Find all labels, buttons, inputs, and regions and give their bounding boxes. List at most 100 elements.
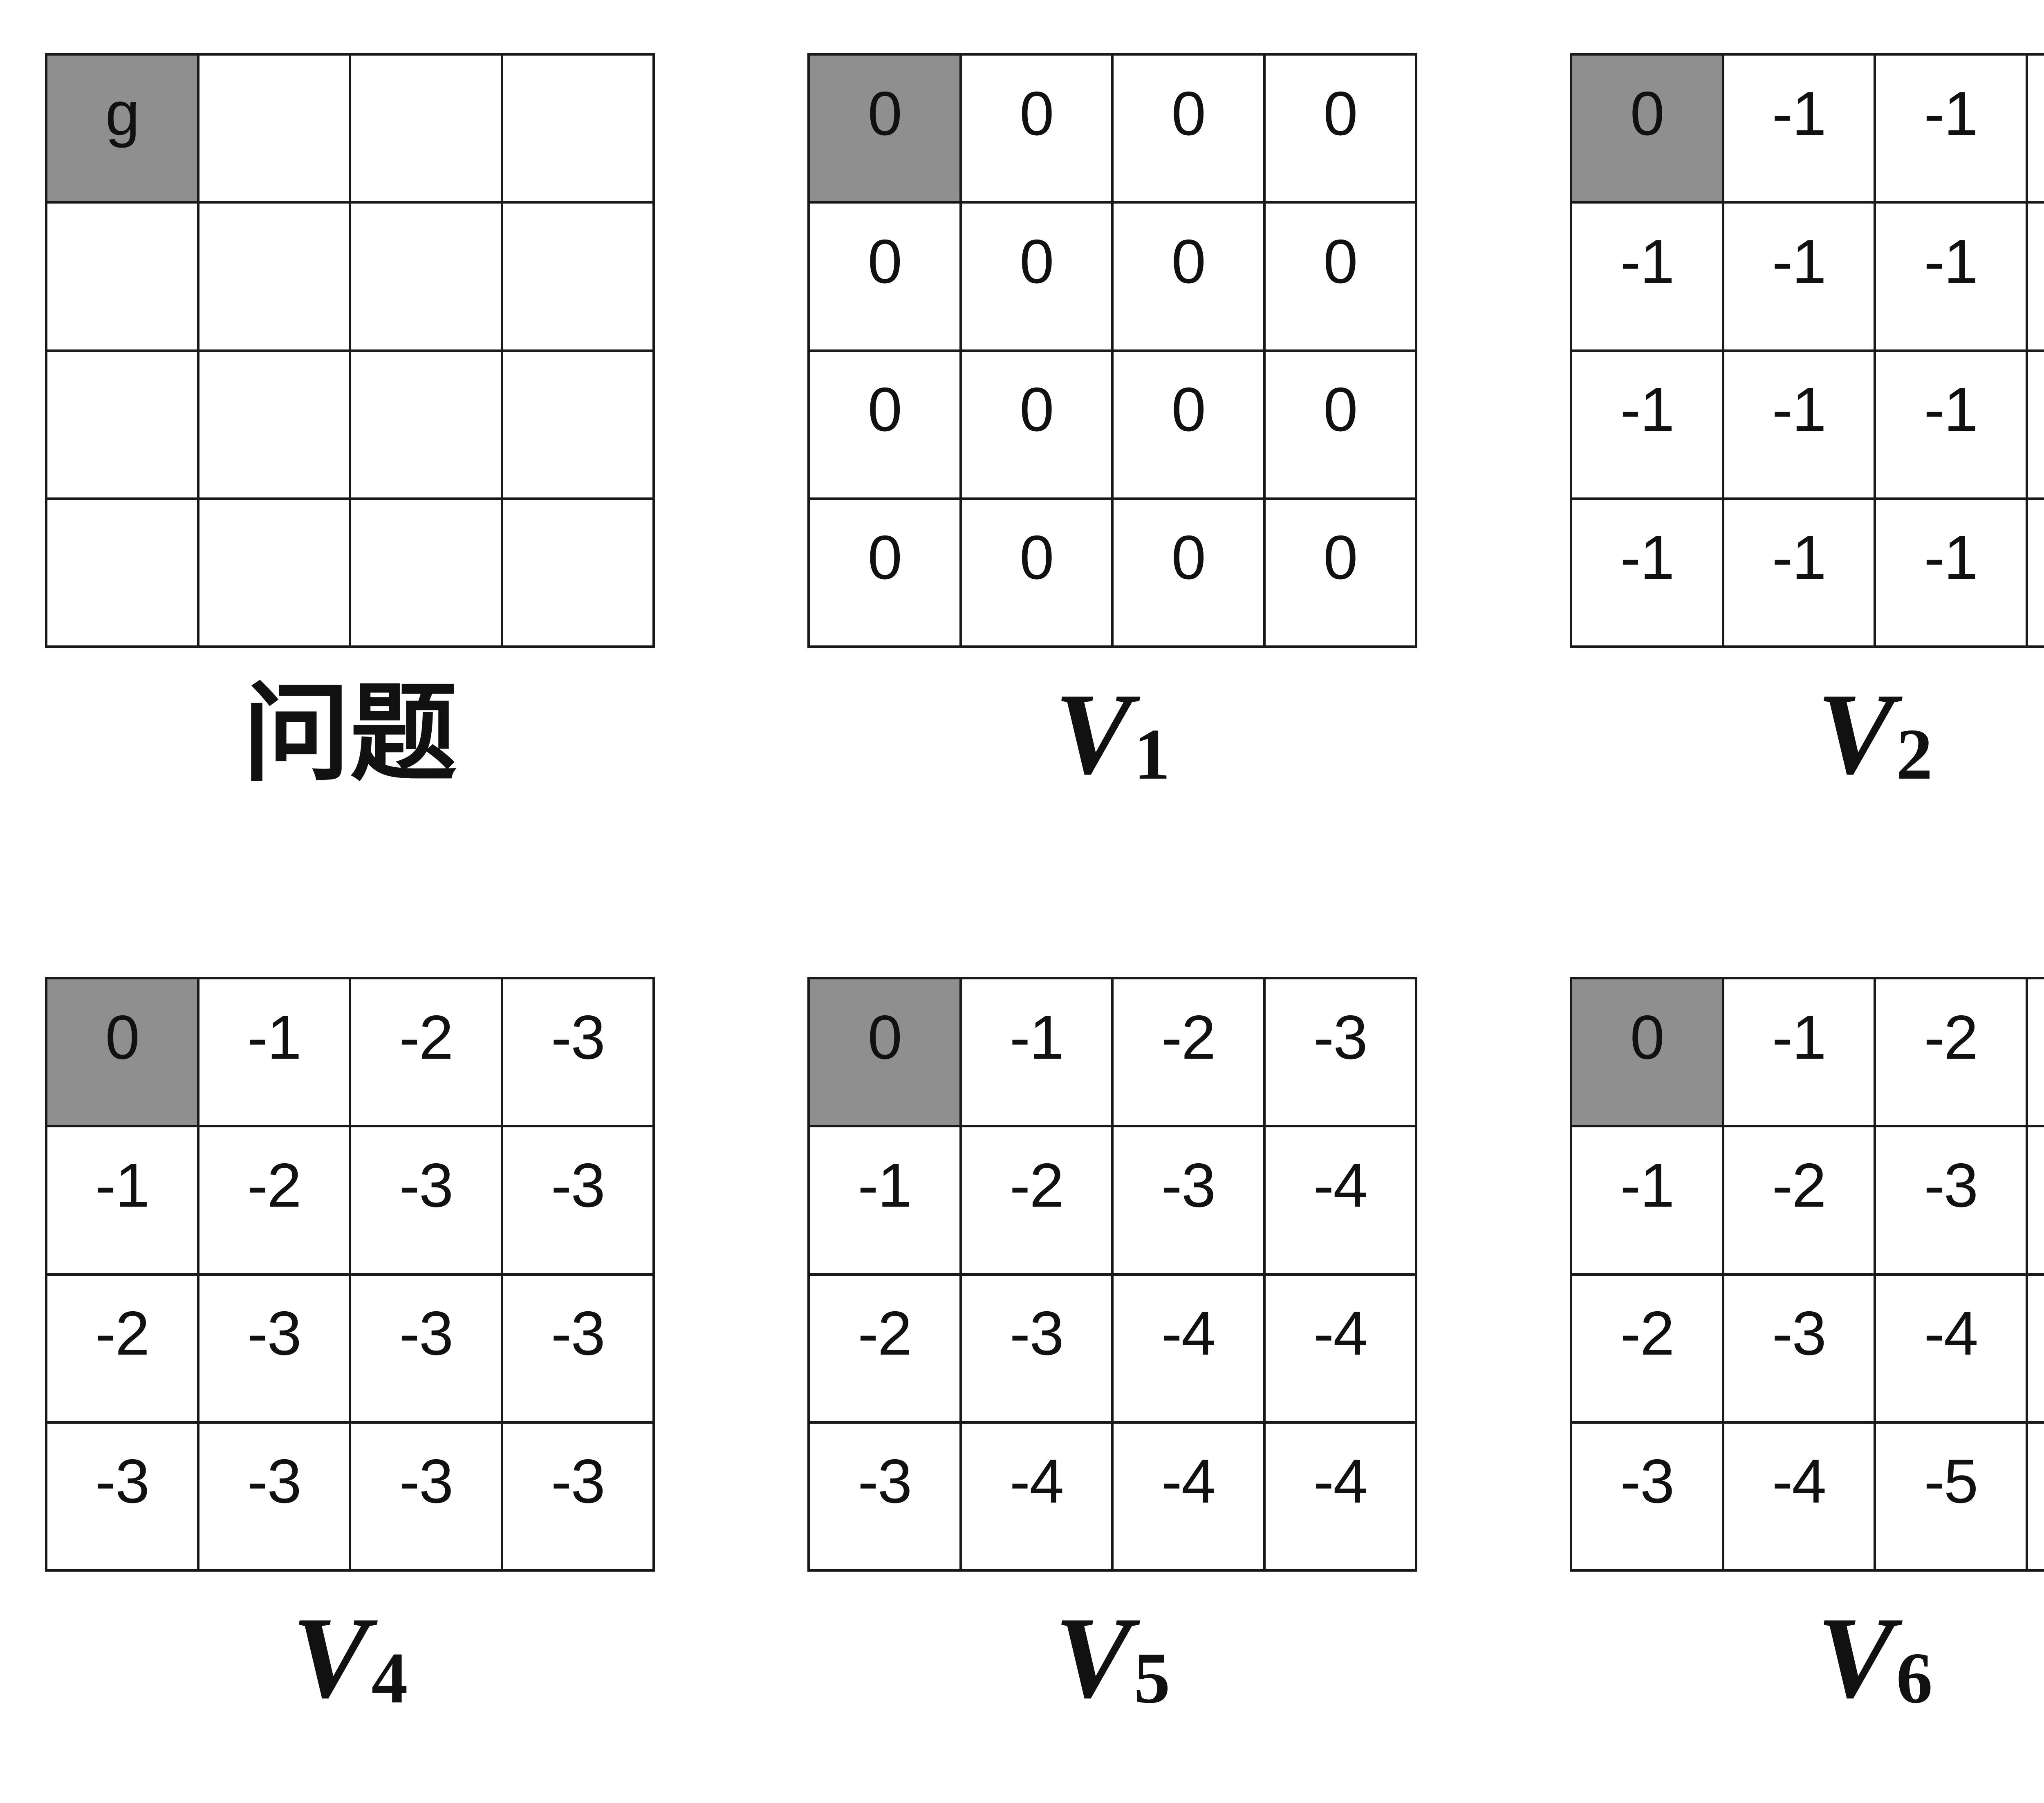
grid-cell-problem-r0c3 [502,54,654,202]
problem-label: 问题 [243,680,457,787]
grid-cell-problem-r3c2 [350,499,502,647]
grid-panel-v2: 0-1-1-1-1-1-1-1-1-1-1-1-1-1-1-1V2 [1570,53,2044,820]
grid-v2: 0-1-1-1-1-1-1-1-1-1-1-1-1-1-1-1 [1570,53,2044,648]
grid-cell-v2-r1c0: -1 [1571,202,1723,350]
grid-cell-v1-r3c3: 0 [1264,499,1416,647]
grid-cell-v6-r0c1: -1 [1723,978,1875,1126]
grid-cell-v6-r3c1: -4 [1723,1422,1875,1570]
value-function-symbol: V [1054,676,1132,792]
grid-cell-v4-r3c1: -3 [198,1422,350,1570]
grid-cell-v1-r1c3: 0 [1264,202,1416,350]
grid-cell-problem-r1c3 [502,202,654,350]
grid-cell-v2-r2c1: -1 [1723,351,1875,499]
grid-cell-v5-r2c0: -2 [809,1274,961,1422]
grid-cell-v1-r1c2: 0 [1112,202,1264,350]
grid-cell-problem-r1c0 [46,202,198,350]
grid-v6: 0-1-2-3-1-2-3-4-2-3-4-5-3-4-5-5 [1570,977,2044,1572]
grid-v4: 0-1-2-3-1-2-3-3-2-3-3-3-3-3-3-3 [45,977,655,1572]
grid-cell-v1-r0c1: 0 [961,54,1113,202]
grid-cell-v5-r0c2: -2 [1112,978,1264,1126]
grid-cell-v2-r0c1: -1 [1723,54,1875,202]
goal-cell-v5: 0 [809,978,961,1126]
grid-cell-v2-r3c1: -1 [1723,499,1875,647]
value-function-subscript: 2 [1896,718,1933,791]
grid-cell-v1-r0c3: 0 [1264,54,1416,202]
grid-cell-problem-r3c1 [198,499,350,647]
value-function-symbol: V [292,1599,370,1716]
grid-cell-v2-r2c3: -1 [2027,351,2044,499]
grid-cell-v5-r3c3: -4 [1264,1422,1416,1570]
grid-cell-v6-r1c3: -4 [2027,1126,2044,1274]
grid-cell-v4-r1c0: -1 [46,1126,198,1274]
grid-cell-v4-r2c2: -3 [350,1274,502,1422]
grid-cell-problem-r2c2 [350,351,502,499]
grid-cell-v4-r3c3: -3 [502,1422,654,1570]
grid-cell-v2-r0c3: -1 [2027,54,2044,202]
grid-cell-v5-r0c3: -3 [1264,978,1416,1126]
grid-cell-v5-r2c1: -3 [961,1274,1113,1422]
grid-cell-v4-r1c1: -2 [198,1126,350,1274]
grid-problem: g [45,53,655,648]
panel-label-problem: 问题 [243,648,457,820]
grid-cell-v6-r3c2: -5 [1875,1422,2027,1570]
value-function-symbol: V [1054,1599,1132,1716]
grid-cell-v5-r0c1: -1 [961,978,1113,1126]
grid-cell-v2-r1c3: -1 [2027,202,2044,350]
grid-cell-v5-r1c0: -1 [809,1126,961,1274]
goal-cell-v1: 0 [809,54,961,202]
grid-cell-v5-r1c3: -4 [1264,1126,1416,1274]
grid-cell-v4-r1c2: -3 [350,1126,502,1274]
grid-cell-v4-r1c3: -3 [502,1126,654,1274]
goal-cell-v4: 0 [46,978,198,1126]
value-function-subscript: 4 [372,1642,408,1714]
grid-cell-v4-r0c3: -3 [502,978,654,1126]
grid-cell-v1-r1c0: 0 [809,202,961,350]
grid-cell-v1-r2c0: 0 [809,351,961,499]
grid-cell-v6-r1c1: -2 [1723,1126,1875,1274]
grid-cell-v6-r3c3: -5 [2027,1422,2044,1570]
grid-panel-problem: g 问题 [45,53,655,820]
grid-cell-v4-r2c0: -2 [46,1274,198,1422]
grid-cell-v5-r2c2: -4 [1112,1274,1264,1422]
grid-cell-v1-r3c1: 0 [961,499,1113,647]
grid-cell-v2-r3c3: -1 [2027,499,2044,647]
grid-panel-v6: 0-1-2-3-1-2-3-4-2-3-4-5-3-4-5-5V6 [1570,977,2044,1743]
grid-cell-problem-r0c1 [198,54,350,202]
grid-cell-v4-r0c2: -2 [350,978,502,1126]
grid-cell-v5-r1c1: -2 [961,1126,1113,1274]
grid-cell-problem-r1c2 [350,202,502,350]
grid-cell-v2-r0c2: -1 [1875,54,2027,202]
goal-cell-v6: 0 [1571,978,1723,1126]
grid-cell-v2-r3c2: -1 [1875,499,2027,647]
grid-cell-problem-r2c1 [198,351,350,499]
value-function-subscript: 5 [1134,1642,1170,1714]
grid-cell-v4-r2c1: -3 [198,1274,350,1422]
grid-cell-v6-r1c0: -1 [1571,1126,1723,1274]
goal-cell-v2: 0 [1571,54,1723,202]
grid-cell-v5-r3c1: -4 [961,1422,1113,1570]
grid-cell-v5-r1c2: -3 [1112,1126,1264,1274]
grid-cell-v1-r0c2: 0 [1112,54,1264,202]
grid-cell-v1-r1c1: 0 [961,202,1113,350]
grid-cell-v2-r2c0: -1 [1571,351,1723,499]
value-function-symbol: V [1817,676,1894,792]
grid-cell-v1-r2c1: 0 [961,351,1113,499]
grid-v5: 0-1-2-3-1-2-3-4-2-3-4-4-3-4-4-4 [807,977,1417,1572]
grid-cell-v4-r3c0: -3 [46,1422,198,1570]
grid-cell-v4-r3c2: -3 [350,1422,502,1570]
grid-cell-v4-r2c3: -3 [502,1274,654,1422]
grid-cell-v2-r3c0: -1 [1571,499,1723,647]
grid-cell-v2-r2c2: -1 [1875,351,2027,499]
grid-cell-problem-r3c0 [46,499,198,647]
